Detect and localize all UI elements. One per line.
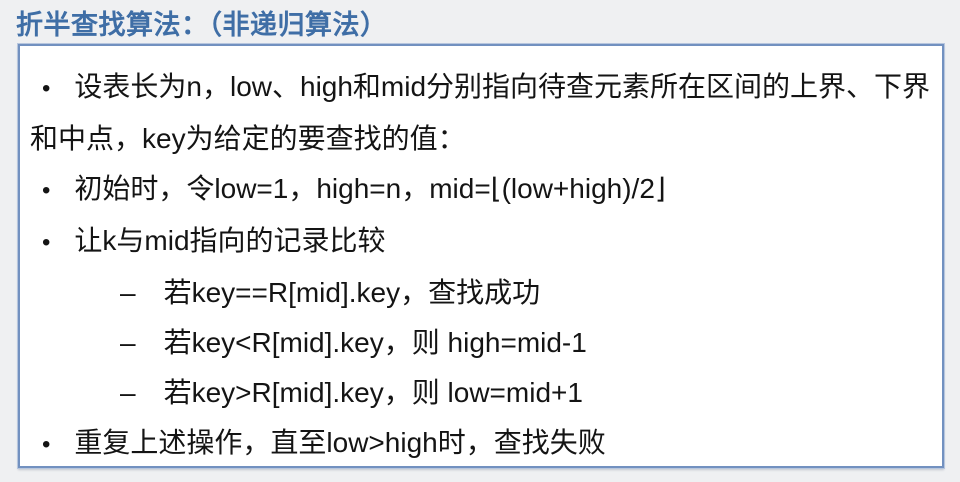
bullet-marker: • (42, 431, 51, 458)
list-item-text: 重复上述操作，直至low>high时，查找失败 (74, 427, 606, 458)
list-item: •设表长为n，low、high和mid分别指向待查元素所在区间的上界、下界和中点… (30, 62, 932, 164)
list-item-text: 初始时，令low=1，high=n，mid=⌊(low+high)/2⌋ (74, 173, 666, 204)
list-item: • 让k与mid指向的记录比较 (30, 216, 932, 268)
list-item: –若key==R[mid].key，查找成功 (30, 268, 932, 318)
page-title: 折半查找算法：（非递归算法） (16, 10, 388, 40)
content-box: •设表长为n，low、high和mid分别指向待查元素所在区间的上界、下界和中点… (18, 44, 944, 468)
bullet-marker: • (42, 75, 51, 102)
list-item: –若key<R[mid].key，则 high=mid-1 (30, 318, 932, 368)
dash-marker: – (120, 277, 136, 308)
list-item-text: 若key==R[mid].key，查找成功 (163, 277, 541, 308)
dash-marker: – (120, 327, 136, 358)
list-item-text: 让k与mid指向的记录比较 (74, 225, 386, 256)
list-item-text: 设表长为n，low、high和mid分别指向待查元素所在区间的上界、下界和中点，… (30, 71, 931, 154)
list-item: • 重复上述操作，直至low>high时，查找失败 (30, 418, 932, 470)
dash-marker: – (120, 377, 136, 408)
list-item: –若key>R[mid].key，则 low=mid+1 (30, 368, 932, 418)
list-item-text: 若key<R[mid].key，则 high=mid-1 (163, 327, 587, 358)
list-item-text: 若key>R[mid].key，则 low=mid+1 (163, 377, 583, 408)
bullet-marker: • (42, 177, 51, 204)
bullet-marker: • (42, 229, 51, 256)
list-item: • 初始时，令low=1，high=n，mid=⌊(low+high)/2⌋ (30, 164, 932, 216)
